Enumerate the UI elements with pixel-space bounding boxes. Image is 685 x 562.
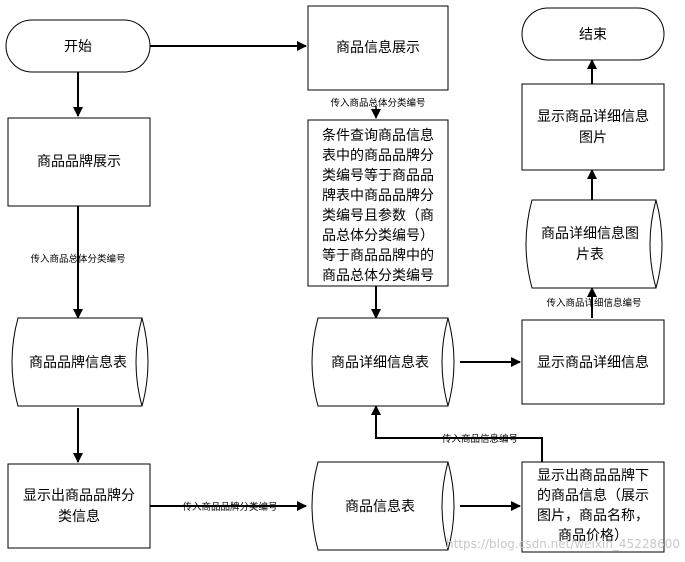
product-detail-table-label: 商品详细信息表 xyxy=(331,354,429,371)
product-info-display-label: 商品信息展示 xyxy=(336,39,420,56)
show-brand-category-node: 显示出商品品牌分 类信息 xyxy=(7,463,151,549)
detail-display-pic-node: 显示商品详细信息 图片 xyxy=(521,83,665,171)
detail-pic-table-node: 商品详细信息图 片表 xyxy=(525,199,663,289)
product-detail-table-node: 商品详细信息表 xyxy=(311,317,455,407)
product-info-table-label: 商品信息表 xyxy=(345,498,415,515)
show-product-under-brand-line: 的商品信息（展示 xyxy=(537,487,649,504)
show-product-under-brand-line: 商品价格） xyxy=(558,528,628,544)
show-brand-category-line: 显示出商品品牌分 xyxy=(23,487,135,504)
query-line: 等于商品品牌中的 xyxy=(322,247,434,264)
edge-show-to-detail-table xyxy=(371,405,543,462)
detail-display-pic-line: 图片 xyxy=(579,130,607,146)
edges xyxy=(73,41,597,511)
show-product-detail-label: 显示商品详细信息 xyxy=(537,354,649,371)
query-line: 商品总体分类编号 xyxy=(322,268,434,284)
show-product-under-brand-node: 显示出商品品牌下 的商品信息（展示 图片，商品名称， 商品价格） xyxy=(521,461,665,553)
query-node: 条件查询商品信息 表中的商品品牌分 类编号等于商品品 牌表中商品品牌分 类编号且… xyxy=(307,119,449,287)
brand-info-table-label: 商品品牌信息表 xyxy=(29,354,127,371)
edge-label-pass-detail-id: 传入商品详细信息编号 xyxy=(546,297,641,309)
brand-display-label: 商品品牌展示 xyxy=(37,153,121,170)
brand-display-node: 商品品牌展示 xyxy=(7,117,151,207)
query-line: 牌表中商品品牌分 xyxy=(322,187,434,204)
query-line: 条件查询商品信息 xyxy=(322,127,434,144)
edge-labels: 传入商品总体分类编号 传入商品总体分类编号 传入商品详细信息编号 传入商品信息编… xyxy=(30,97,641,513)
edge-label-pass-brand-category: 传入商品品牌分类编号 xyxy=(182,501,277,513)
end-label: 结束 xyxy=(579,27,607,43)
start-label: 开始 xyxy=(64,39,92,55)
edge-label-pass-category-top: 传入商品总体分类编号 xyxy=(330,97,425,109)
show-product-under-brand-line: 图片，商品名称， xyxy=(537,508,649,524)
show-product-under-brand-line: 显示出商品品牌下 xyxy=(537,467,649,484)
edge-label-pass-category-left: 传入商品总体分类编号 xyxy=(30,253,125,265)
end-node: 结束 xyxy=(521,7,665,61)
detail-pic-table-line: 片表 xyxy=(576,247,604,263)
query-line: 表中的商品品牌分 xyxy=(322,147,434,164)
query-line: 类编号且参数（商 xyxy=(322,207,434,224)
detail-pic-table-line: 商品详细信息图 xyxy=(541,225,639,242)
start-node: 开始 xyxy=(5,19,151,73)
product-info-display-node: 商品信息展示 xyxy=(307,5,449,91)
watermark: https://blog.csdn.net/weixin_45228600 xyxy=(446,537,680,551)
show-brand-category-line: 类信息 xyxy=(58,508,100,525)
query-text: 条件查询商品信息 表中的商品品牌分 类编号等于商品品 牌表中商品品牌分 类编号且… xyxy=(322,127,434,284)
query-line: 品总体分类编号） xyxy=(322,228,434,244)
brand-info-table-node: 商品品牌信息表 xyxy=(11,317,149,407)
product-info-table-node: 商品信息表 xyxy=(311,461,455,551)
query-line: 类编号等于商品品 xyxy=(322,167,434,184)
edge-label-pass-product-id: 传入商品信息编号 xyxy=(442,433,518,445)
detail-display-pic-line: 显示商品详细信息 xyxy=(537,108,649,125)
show-product-detail-node: 显示商品详细信息 xyxy=(521,319,665,405)
